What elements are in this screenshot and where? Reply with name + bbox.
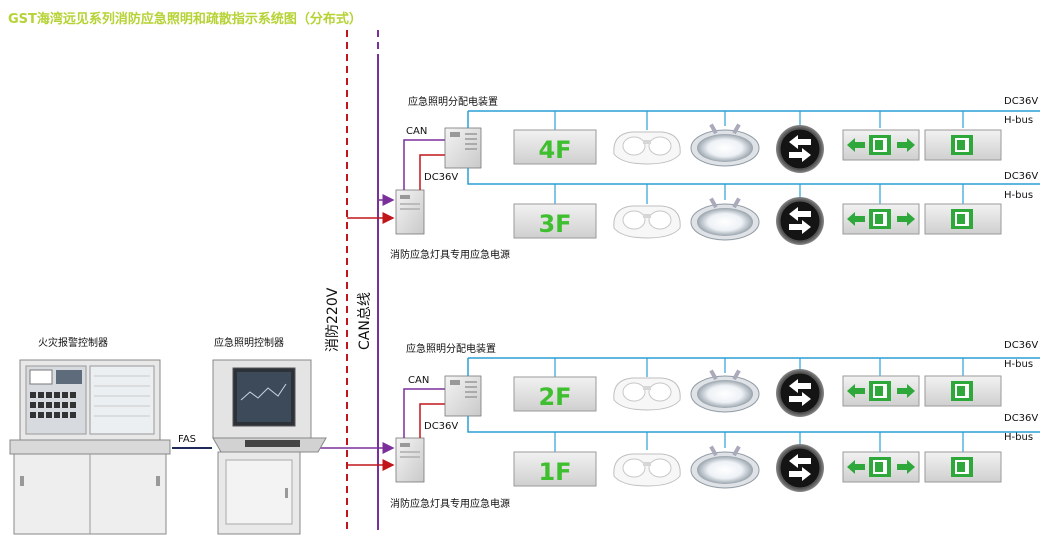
exit-sign-door <box>924 375 1002 407</box>
twin-emergency-lamp <box>613 453 681 487</box>
floor-label: 3F <box>538 210 571 238</box>
power-supply-label: 消防应急灯具专用应急电源 <box>390 250 510 261</box>
twin-emergency-lamp <box>613 377 681 411</box>
twin-emergency-lamp <box>613 205 681 239</box>
dc36v-label: DC36V <box>424 172 459 183</box>
bidirectional-floor-indicator <box>775 196 825 246</box>
hbus-label: H-bus <box>1004 190 1034 201</box>
bidirectional-floor-indicator <box>775 124 825 174</box>
distribution-device-upper <box>444 127 482 169</box>
distribution-device-label: 应急照明分配电装置 <box>406 344 496 355</box>
floor-label: 2F <box>538 383 571 411</box>
distribution-device-label: 应急照明分配电装置 <box>408 97 498 108</box>
twin-emergency-lamp <box>613 131 681 165</box>
emergency-power-supply-lower <box>395 437 425 483</box>
hbus-label: H-bus <box>1004 432 1034 443</box>
exit-sign-bidirectional <box>842 451 920 483</box>
emergency-downlight <box>690 197 760 241</box>
floor-sign-3f: 3F <box>513 203 597 239</box>
exit-sign-bidirectional <box>842 203 920 235</box>
diagram-title: GST海湾远见系列消防应急照明和疏散指示系统图（分布式） <box>8 12 362 27</box>
fire-alarm-controller-label: 火灾报警控制器 <box>38 338 108 349</box>
hbus-line <box>467 168 1040 185</box>
power-supply-label: 消防应急灯具专用应急电源 <box>390 499 510 510</box>
can-link-lower <box>403 388 445 438</box>
exit-sign-bidirectional <box>842 129 920 161</box>
can-bus-label: CAN总线 <box>357 292 373 350</box>
emergency-downlight <box>690 123 760 167</box>
bidirectional-floor-indicator <box>775 443 825 493</box>
exit-sign-bidirectional <box>842 375 920 407</box>
can-label: CAN <box>408 375 430 386</box>
floor-sign-4f: 4F <box>513 129 597 165</box>
floor-sign-2f: 2F <box>513 376 597 412</box>
emergency-downlight <box>690 445 760 489</box>
hbus-label: H-bus <box>1004 359 1034 370</box>
exit-sign-door <box>924 451 1002 483</box>
exit-sign-door <box>924 129 1002 161</box>
dc36v-link-lower <box>419 403 445 438</box>
emergency-power-supply-upper <box>395 189 425 235</box>
emergency-lighting-controller-label: 应急照明控制器 <box>214 338 284 349</box>
can-label: CAN <box>406 126 428 137</box>
floor-label: 1F <box>538 458 571 486</box>
distribution-device-lower <box>444 375 482 417</box>
dc36v-label: DC36V <box>1004 171 1039 182</box>
hbus-label: H-bus <box>1004 115 1034 126</box>
emergency-lighting-controller-console <box>212 359 327 535</box>
bidirectional-floor-indicator <box>775 368 825 418</box>
emergency-downlight <box>690 369 760 413</box>
can-link-upper <box>403 139 445 190</box>
floor-label: 4F <box>538 136 571 164</box>
dc36v-label: DC36V <box>1004 413 1039 424</box>
power-line-label: 消防220V <box>325 287 341 352</box>
fire-alarm-controller-cabinet <box>9 359 171 535</box>
dc36v-label: DC36V <box>424 421 459 432</box>
hbus-line <box>467 416 1040 433</box>
dc36v-label: DC36V <box>1004 340 1039 351</box>
exit-sign-door <box>924 203 1002 235</box>
floor-sign-1f: 1F <box>513 451 597 487</box>
dc36v-label: DC36V <box>1004 96 1039 107</box>
dc36v-link-upper <box>419 154 445 190</box>
fas-label: FAS <box>178 434 197 445</box>
